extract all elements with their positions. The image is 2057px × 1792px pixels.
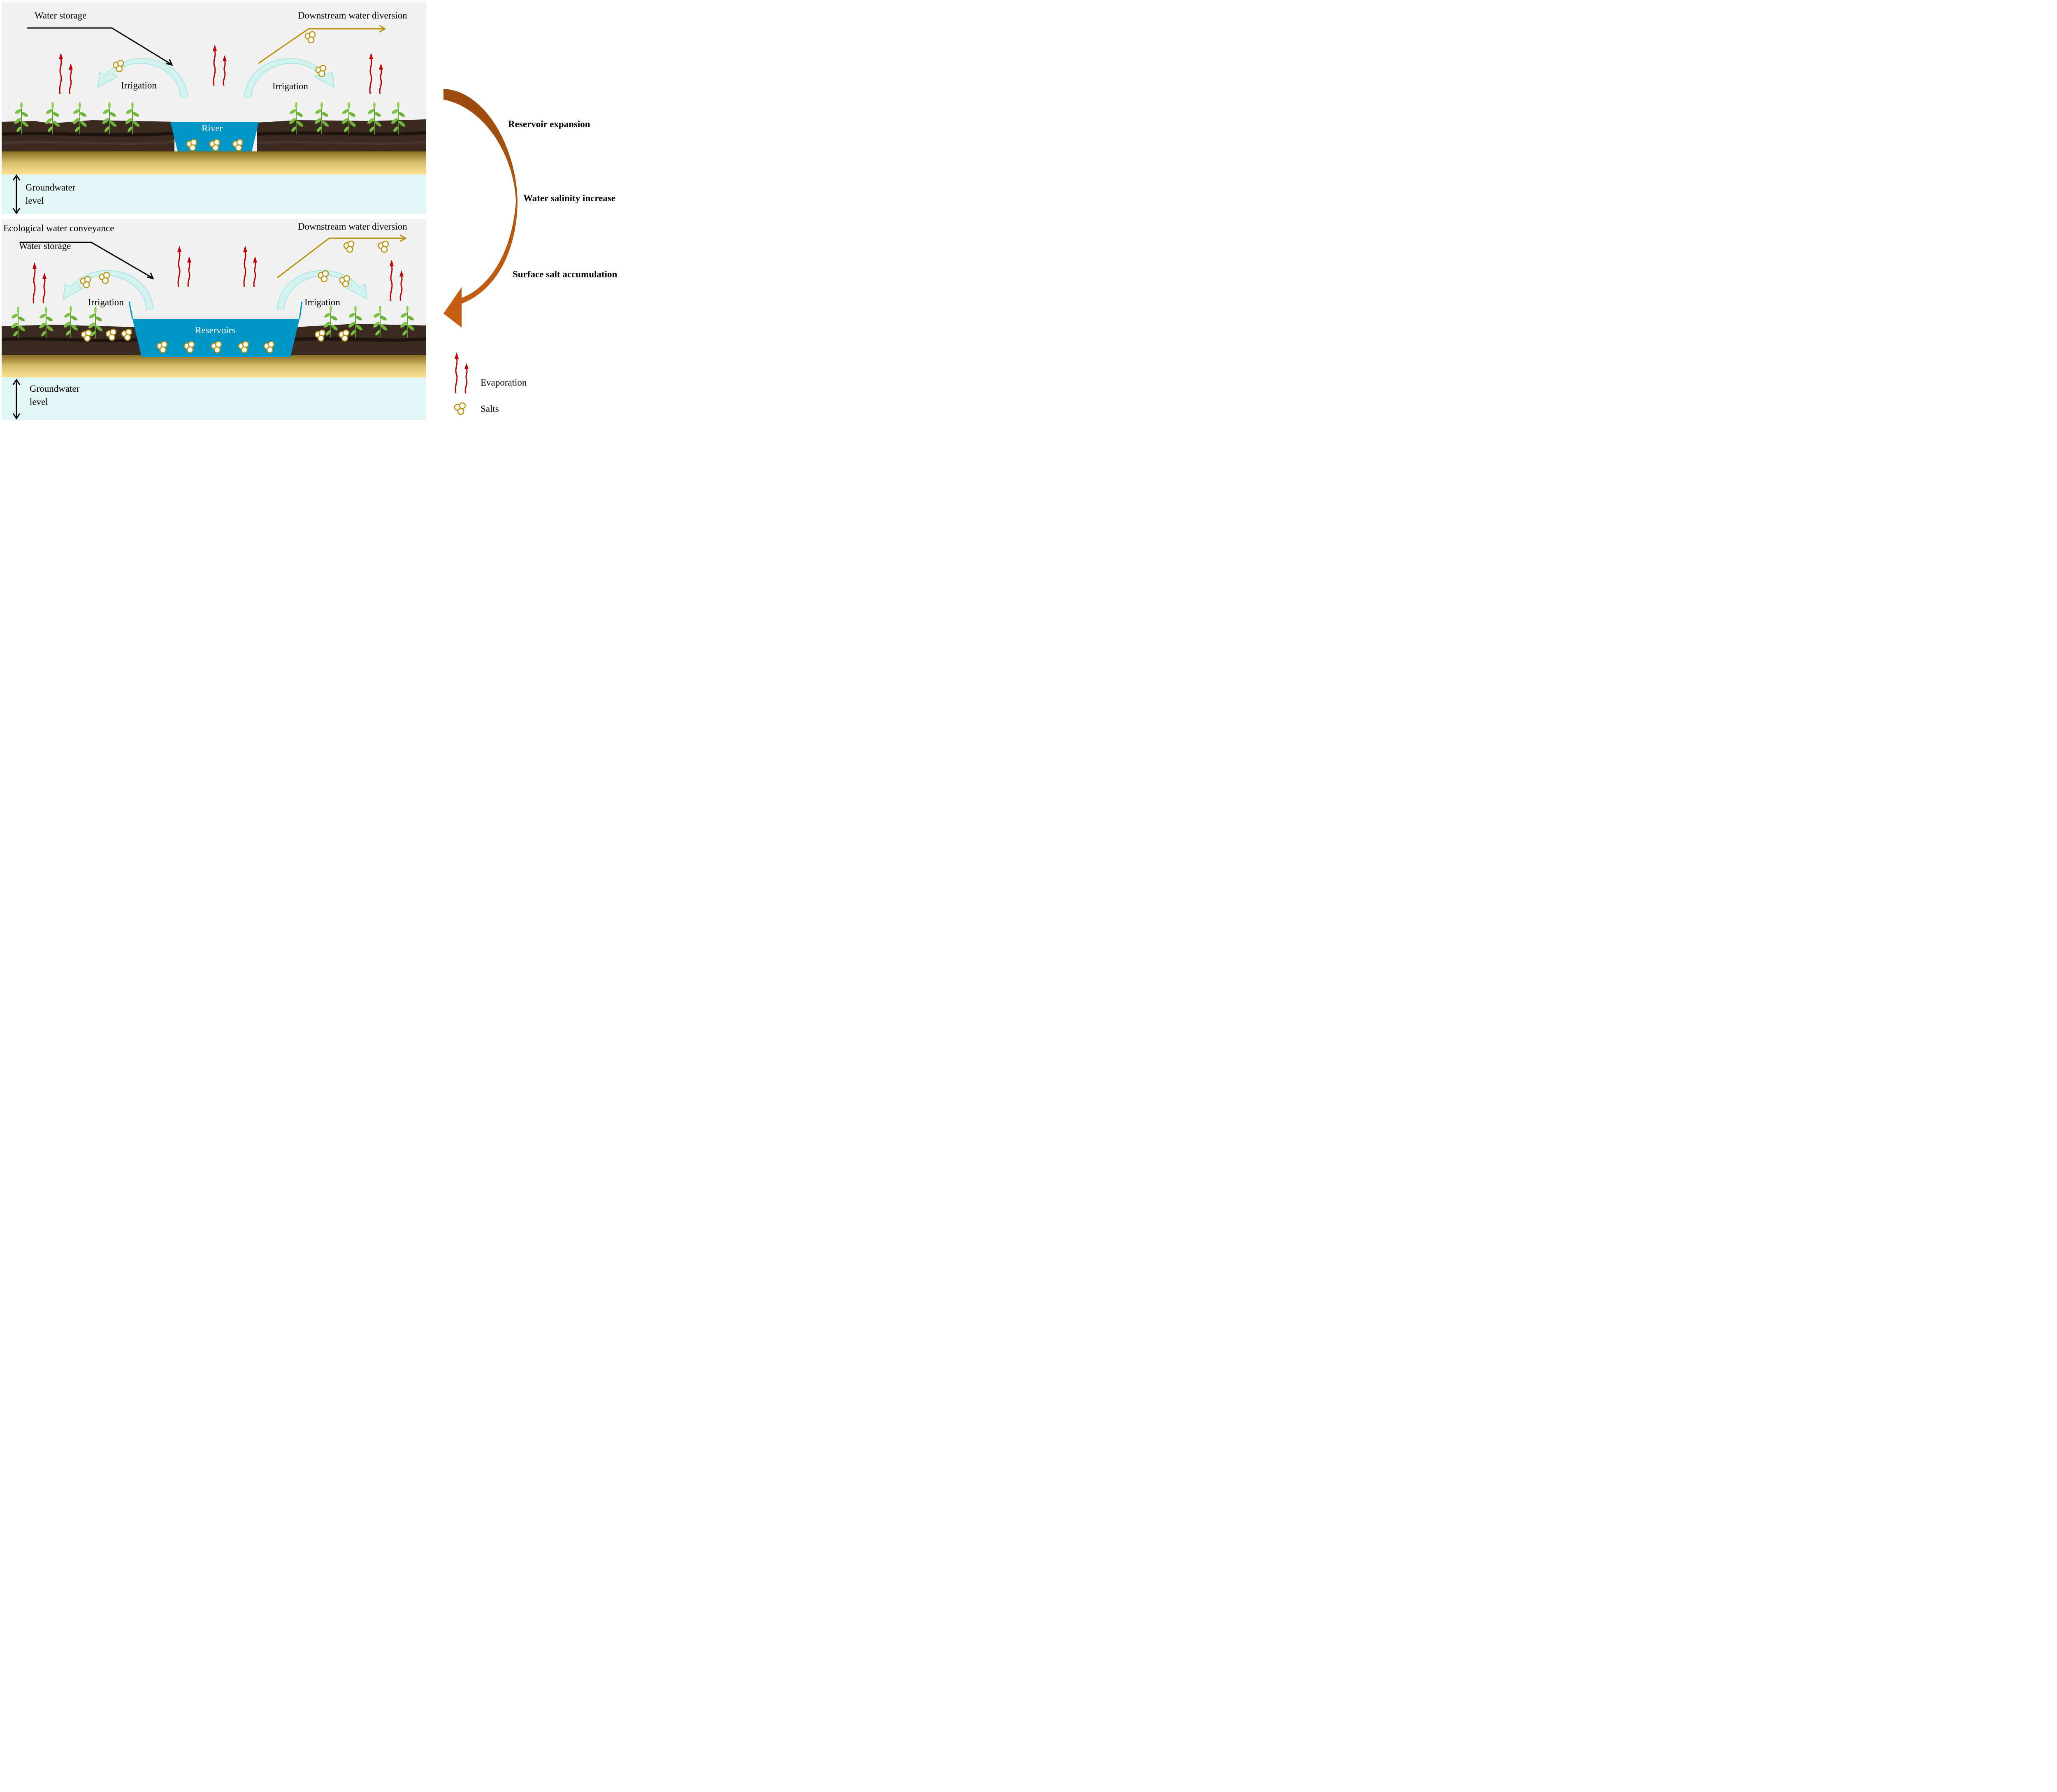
salt-icon [99, 272, 110, 284]
downstream-diversion-label: Downstream water diversion [298, 10, 407, 21]
sand-layer [2, 151, 426, 174]
river-scene [2, 25, 426, 214]
salt-icon [318, 270, 329, 283]
groundwater-layer [2, 174, 426, 214]
groundwater-label-line2: level [30, 397, 48, 407]
river-label: River [202, 123, 223, 133]
downstream-diversion-arrow [258, 28, 384, 64]
water-storage-label: Water storage [35, 10, 87, 21]
step-reservoir-expansion: Reservoir expansion [508, 119, 590, 129]
water-storage-arrow [20, 242, 153, 279]
salt-icon [343, 240, 355, 253]
groundwater-level-arrow [12, 174, 21, 214]
evaporation-arrows-icon [389, 259, 404, 302]
groundwater-layer [2, 376, 426, 420]
evaporation-arrows-icon [212, 44, 228, 86]
legend-evaporation-label: Evaporation [481, 377, 527, 388]
reservoir-basin [132, 319, 299, 357]
ecological-conveyance-label: Ecological water conveyance [3, 223, 114, 233]
step-water-salinity-increase: Water salinity increase [523, 193, 616, 203]
evaporation-arrows-icon [176, 245, 192, 288]
legend-salts-label: Salts [481, 404, 499, 414]
irrigation-arrow-left [97, 58, 188, 98]
irrigation-label-right: Irrigation [304, 297, 340, 307]
salt-icon [378, 240, 389, 253]
reservoir-scene [2, 234, 426, 420]
evaporation-arrows-icon [58, 52, 74, 95]
sand-layer [2, 355, 426, 377]
irrigation-label-left: Irrigation [121, 80, 157, 91]
water-storage-arrow [27, 27, 172, 65]
groundwater-label-line2: level [26, 195, 44, 206]
evaporation-arrows-icon [32, 261, 47, 304]
scenario-river-panel: Water storage Downstream water diversion… [2, 2, 426, 214]
downstream-diversion-label: Downstream water diversion [298, 221, 407, 232]
groundwater-level-arrow [12, 379, 21, 420]
salts-icon [454, 402, 466, 415]
salt-icon [80, 276, 91, 288]
evaporation-arrows-icon [242, 245, 258, 288]
irrigation-arrow-right [244, 58, 335, 98]
water-storage-label: Water storage [19, 241, 71, 251]
salt-icon [339, 275, 351, 288]
groundwater-label-line1: Groundwater [26, 182, 76, 193]
reservoirs-label: Reservoirs [195, 325, 236, 335]
evaporation-arrows-icon [368, 52, 384, 95]
scenario-reservoir-panel: Ecological water conveyance Water storag… [2, 219, 426, 420]
step-surface-salt-accumulation: Surface salt accumulation [513, 269, 618, 279]
evaporation-arrows-icon [455, 352, 469, 394]
salt-icon [304, 31, 316, 44]
downstream-diversion-arrow [277, 237, 405, 279]
irrigation-label-right: Irrigation [272, 81, 308, 91]
irrigation-label-left: Irrigation [88, 297, 124, 307]
groundwater-label-line1: Groundwater [30, 384, 80, 394]
